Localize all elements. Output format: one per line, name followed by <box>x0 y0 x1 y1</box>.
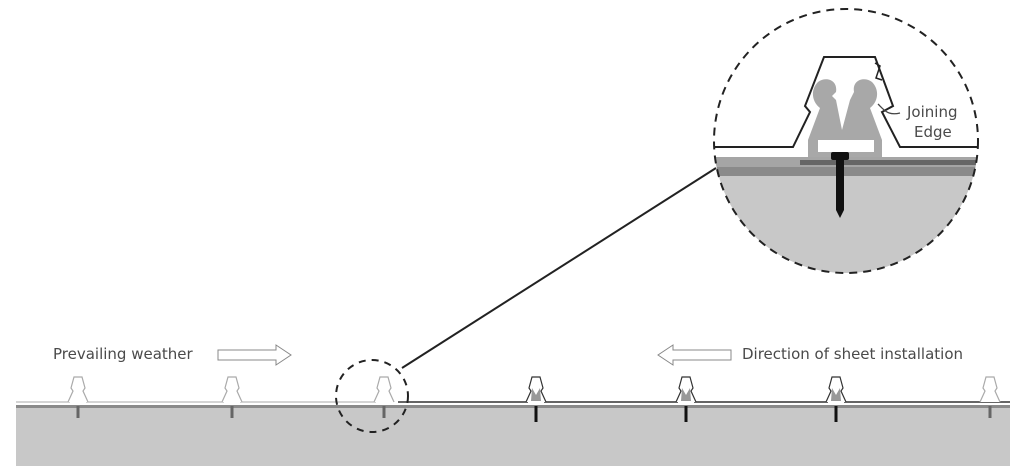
screw-icon <box>76 406 80 418</box>
clip-profile <box>831 388 841 401</box>
screw-icon <box>988 406 992 418</box>
callout-connector-line <box>401 167 717 369</box>
joining-edge-label-line1: Joining <box>907 103 958 121</box>
joining-edge-leader <box>877 103 901 115</box>
sheet-rib <box>525 376 547 403</box>
clip-profile <box>531 388 541 401</box>
sheet-profile-outline <box>714 56 978 148</box>
substrate-top-line <box>16 405 1010 408</box>
screw-icon <box>831 152 849 218</box>
sheet-ribs <box>16 376 1010 422</box>
installation-direction-arrow <box>657 344 732 366</box>
clip-profile <box>681 388 691 401</box>
sheet-rib <box>979 376 1001 403</box>
screw-icon <box>834 406 838 422</box>
sheet-rib <box>67 376 89 403</box>
detail-callout-circle <box>335 359 409 433</box>
enlarged-detail-circle <box>713 8 979 274</box>
prevailing-weather-label: Prevailing weather <box>53 345 193 363</box>
screw-icon <box>382 406 386 418</box>
enlarged-detail <box>714 56 978 273</box>
screw-icon <box>534 406 538 422</box>
screw-icon <box>230 406 234 418</box>
clip-profile <box>808 79 882 157</box>
prevailing-weather-arrow <box>217 344 292 366</box>
sheet-rib <box>675 376 697 403</box>
substrate <box>16 408 1010 466</box>
joining-edge-label-line2: Edge <box>914 123 952 141</box>
sheet-rib <box>373 376 395 403</box>
sheet-rib <box>221 376 243 403</box>
installation-direction-label: Direction of sheet installation <box>742 345 964 363</box>
sheet-rib <box>825 376 847 403</box>
screw-icon <box>684 406 688 422</box>
